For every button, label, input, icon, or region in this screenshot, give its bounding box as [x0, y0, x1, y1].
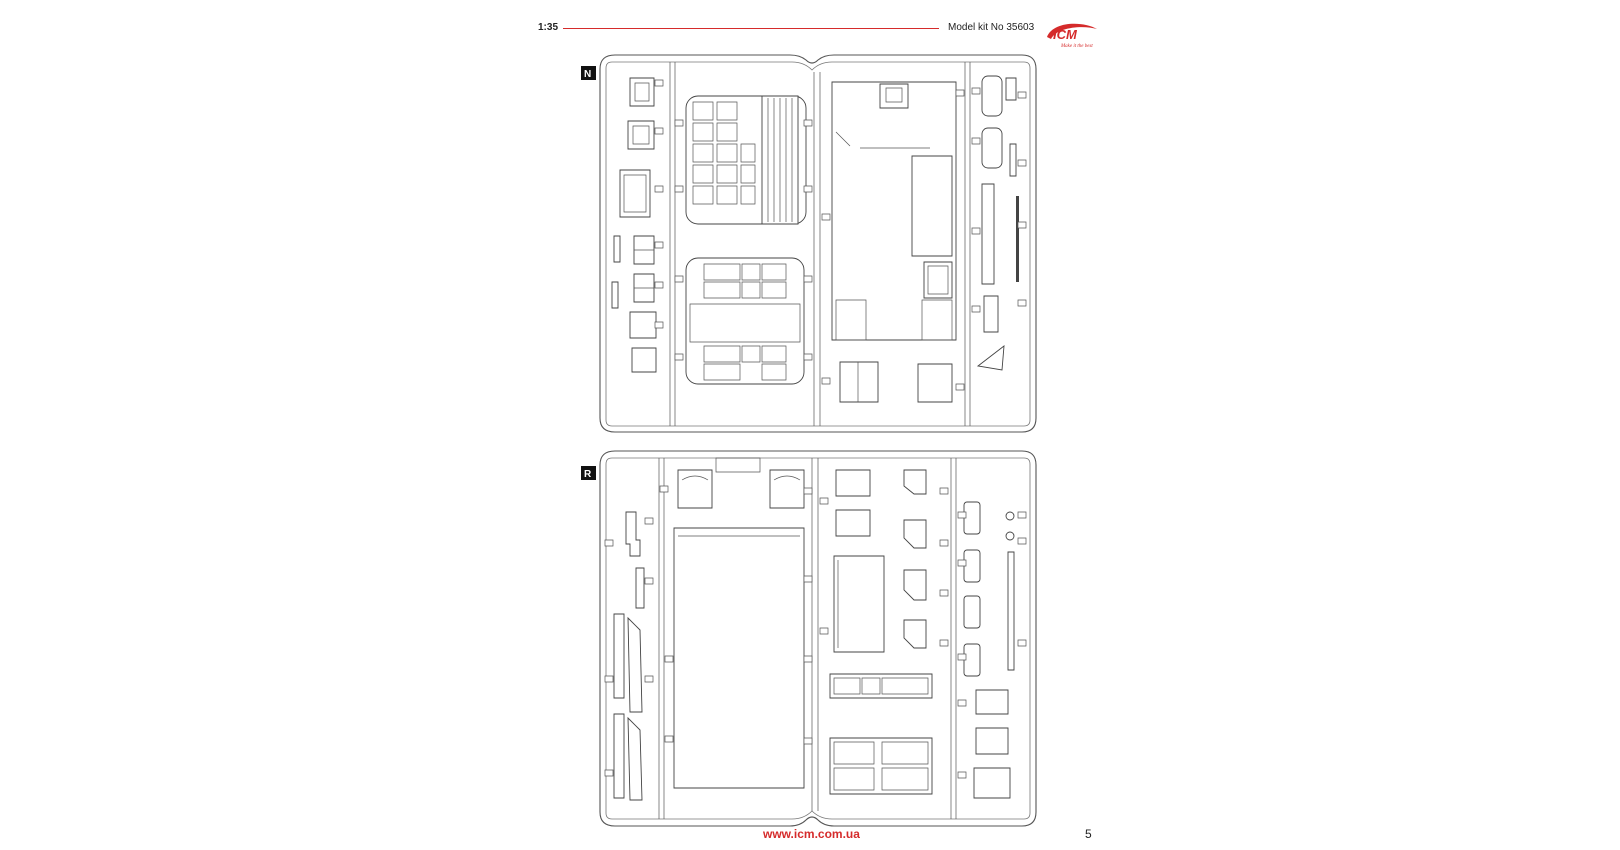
- sprue-r-letter-badge: [581, 466, 596, 480]
- header-rule: [563, 28, 939, 29]
- page-number: 5: [1085, 827, 1092, 841]
- scale-label: 1:35: [538, 22, 559, 33]
- svg-text:Make it the best: Make it the best: [1060, 44, 1093, 49]
- icm-logo: ICM Make it the best: [1047, 23, 1097, 49]
- svg-text:ICM: ICM: [1053, 27, 1078, 42]
- sprue-n-letter-badge: [581, 66, 596, 80]
- sprue-n-letter: N: [584, 69, 591, 80]
- sprue-r-letter: R: [584, 469, 592, 480]
- kit-number-label: Model kit No 35603: [948, 22, 1035, 33]
- footer-url[interactable]: www.icm.com.ua: [763, 827, 860, 841]
